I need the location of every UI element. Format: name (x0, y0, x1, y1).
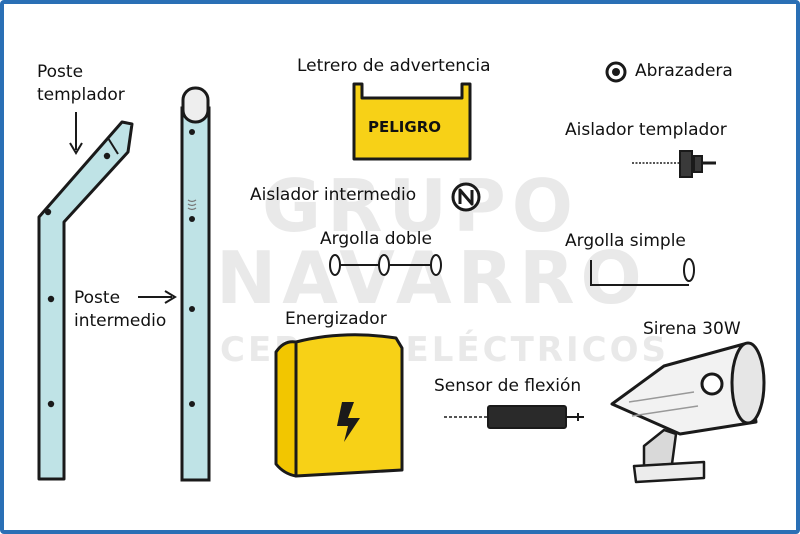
label-energizador: Energizador (285, 309, 387, 329)
label-sensor: Sensor de flexión (434, 376, 582, 396)
lightning-bolt-icon (337, 402, 360, 442)
sensor-illustration (444, 405, 584, 429)
insulator-icon (632, 150, 716, 178)
poste-templador-illustration (37, 120, 134, 481)
aislador-intermedio-icon (451, 182, 481, 212)
watermark-line-1: GRUPO (262, 164, 579, 248)
label-poste-intermedio-2: intermedio (74, 311, 167, 331)
sirena-illustration (610, 341, 766, 484)
energizador-illustration (274, 333, 404, 478)
label-aislador-templador: Aislador templador (565, 120, 727, 140)
label-sirena: Sirena 30W (643, 319, 741, 339)
label-letrero-peligro: PELIGRO (368, 118, 441, 136)
watermark-line-2: NAVARRO (216, 236, 648, 320)
poste-intermedio-illustration (180, 86, 211, 482)
label-poste-templador-2: templador (37, 85, 125, 105)
label-poste-intermedio-1: Poste (74, 288, 121, 308)
argolla-doble-illustration (329, 254, 442, 276)
letrero-illustration (352, 82, 472, 161)
label-argolla-simple: Argolla simple (565, 231, 686, 251)
clamp-icon (605, 61, 627, 83)
arrow-poste-intermedio (138, 290, 177, 304)
argolla-simple-illustration (590, 258, 695, 286)
label-argolla-doble: Argolla doble (320, 229, 432, 249)
label-abrazadera: Abrazadera (635, 61, 733, 81)
label-poste-templador-1: Poste (37, 62, 84, 82)
label-letrero: Letrero de advertencia (297, 56, 491, 76)
arrow-poste-templador (69, 112, 83, 155)
label-aislador-intermedio: Aislador intermedio (250, 185, 417, 205)
diagram-drawing (37, 61, 766, 484)
